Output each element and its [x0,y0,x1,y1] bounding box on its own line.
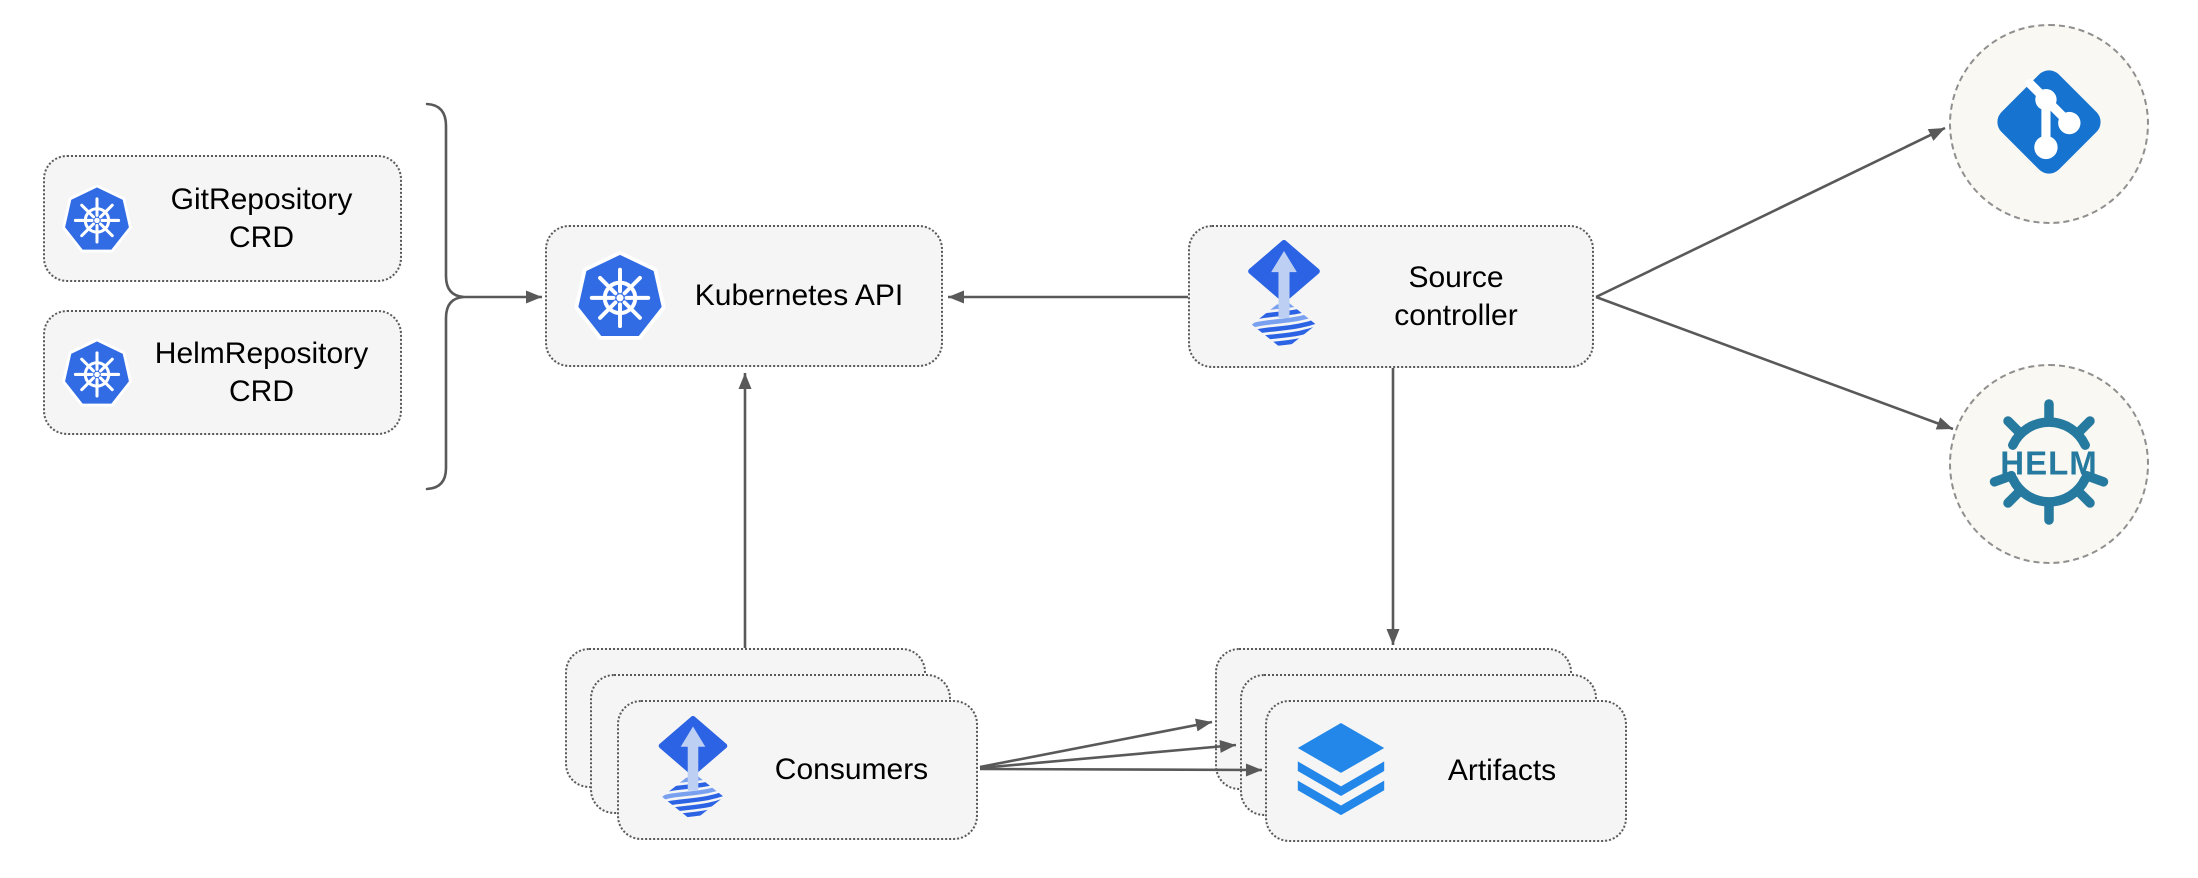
node-label: GitRepository CRD [170,182,353,254]
node-helmrepository-crd: HelmRepository CRD [43,310,402,435]
node-helm-source: HELM [1949,364,2149,564]
edge-consumers-to-artifacts-1 [979,718,1213,769]
node-git-source [1949,24,2149,224]
edge-source-controller-to-helm-source [1595,295,1954,431]
node-label: Source controller [1394,260,1518,332]
git-icon [1986,59,2112,190]
edge-consumers-to-artifacts-2 [979,739,1237,770]
node-artifacts: Artifacts [1265,700,1627,842]
node-label: Kubernetes API [694,279,904,312]
node-kubernetes-api: Kubernetes API [545,225,943,367]
node-label: Consumers [774,753,929,786]
crd-group-brace [425,102,465,491]
node-label: Artifacts [1447,754,1557,787]
node-source-controller: Source controller [1188,225,1594,368]
node-gitrepository-crd: GitRepository CRD [43,155,402,282]
kubernetes-icon [573,249,667,343]
flux-icon [649,715,737,825]
flux-icon [1238,239,1330,354]
kubernetes-icon [61,337,133,409]
helm-wordmark: HELM [2000,444,2098,481]
helm-icon: HELM [1974,387,2124,542]
node-label: HelmRepository CRD [154,336,369,408]
node-consumers: Consumers [617,700,978,840]
kubernetes-icon [61,183,133,255]
edge-source-controller-to-git-source [1595,126,1946,299]
layers-icon [1293,721,1389,821]
